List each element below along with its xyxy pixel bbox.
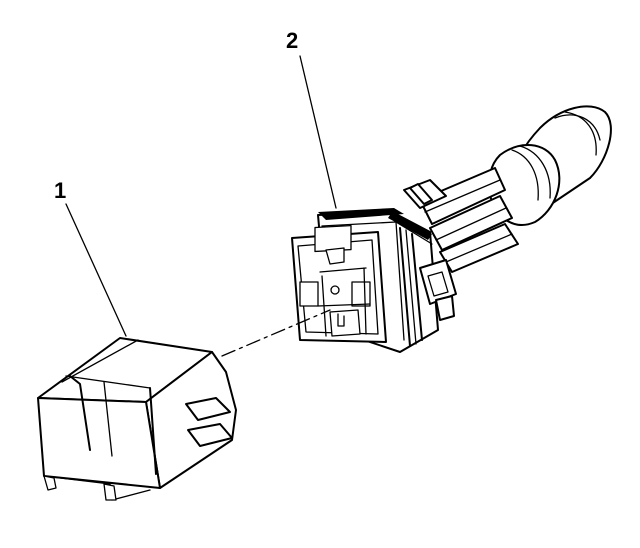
wire-harness: [403, 105, 612, 273]
leader-line-1: [65, 203, 127, 337]
leader-line-2: [299, 55, 337, 209]
relay-module: [37, 337, 237, 501]
callout-label-2: 2: [286, 28, 299, 53]
callout-label-1: 1: [54, 178, 67, 203]
alignment-centerline: [221, 309, 331, 357]
relay-socket-connector: [291, 208, 457, 353]
